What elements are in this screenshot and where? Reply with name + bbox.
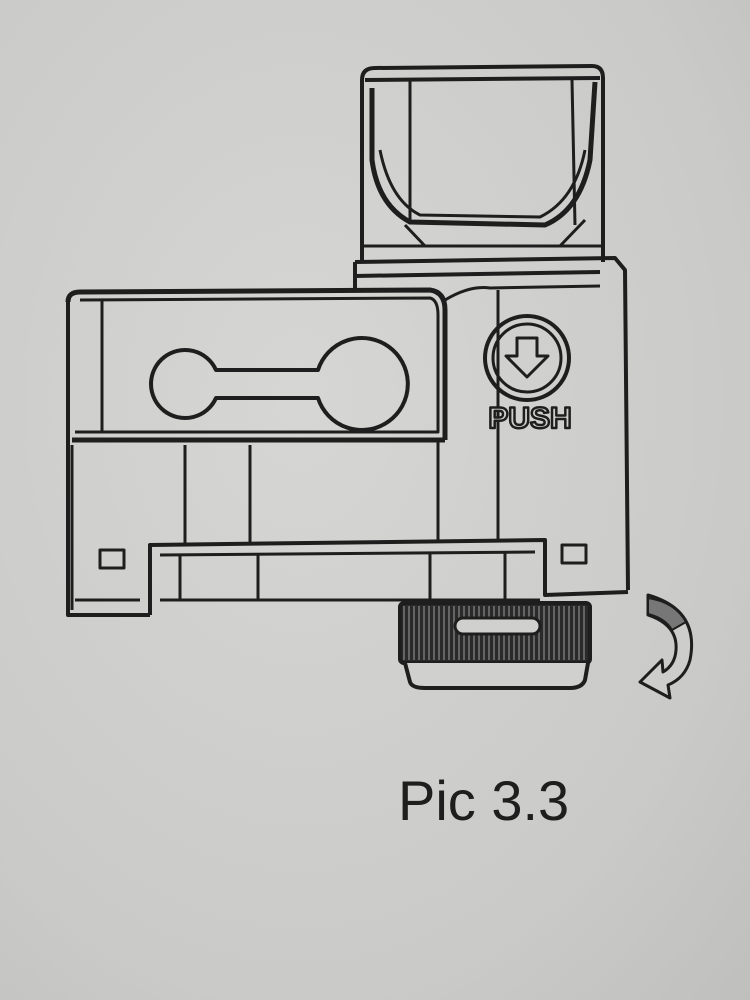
push-label: PUSH xyxy=(488,402,571,435)
main-body xyxy=(65,256,630,617)
latch-left xyxy=(98,548,126,570)
arrow-down-icon xyxy=(504,336,550,379)
push-button xyxy=(483,314,571,402)
figure-caption: Pic 3.3 xyxy=(398,769,570,832)
rotary-knob xyxy=(398,601,592,690)
top-cup xyxy=(360,64,605,262)
latch-right xyxy=(560,543,588,565)
rotate-arrow-icon xyxy=(638,593,694,700)
keyhole-slot xyxy=(149,336,410,432)
